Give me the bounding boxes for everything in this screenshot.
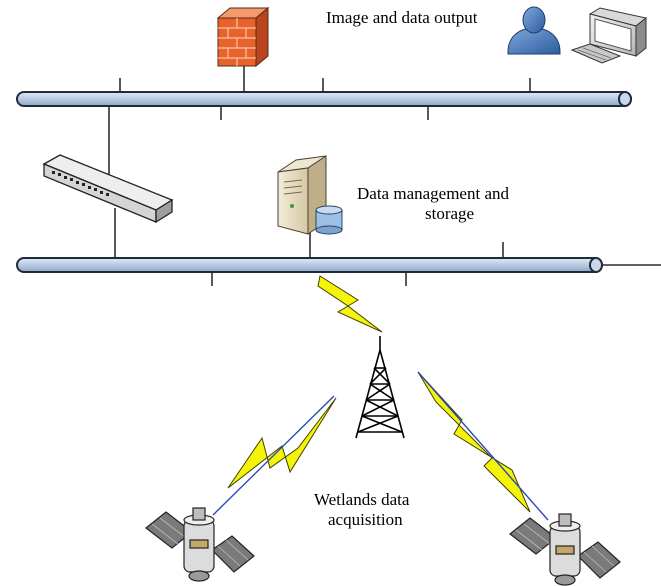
computer-icon	[570, 7, 648, 64]
lightning-bolt-top	[317, 275, 383, 333]
lightning-bolt-right	[417, 371, 549, 521]
bottom-network-bus	[16, 257, 603, 273]
top-network-bus	[16, 91, 632, 107]
network-switch-icon	[42, 154, 174, 224]
acquisition-label-line1: Wetlands data	[314, 490, 410, 509]
satellite-icon-right	[509, 513, 621, 586]
storage-label-line1: Data management and	[357, 184, 509, 203]
output-label: Image and data output	[326, 8, 478, 27]
storage-icon	[315, 205, 343, 235]
lightning-bolt-left	[212, 395, 337, 516]
radio-tower-icon	[355, 336, 405, 439]
acquisition-label-line2: acquisition	[328, 510, 403, 529]
storage-label-line2: storage	[425, 204, 475, 223]
firewall-icon	[216, 6, 270, 68]
satellite-icon-left	[145, 507, 255, 582]
user-icon	[507, 6, 561, 55]
